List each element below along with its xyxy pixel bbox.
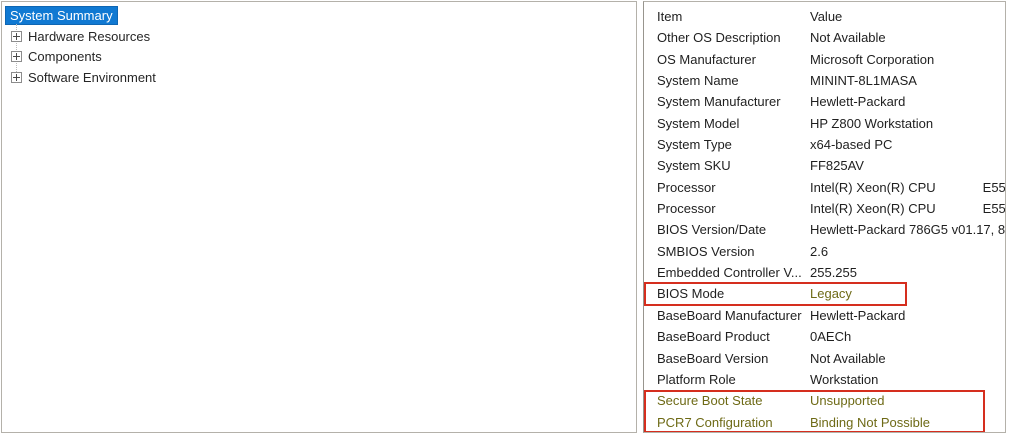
category-tree: System Summary Hardware Resources Compon…: [2, 2, 636, 88]
item-cell: System Manufacturer: [657, 94, 781, 110]
detail-row[interactable]: SMBIOS Version 2.6: [644, 241, 1005, 262]
item-cell: System Model: [657, 115, 740, 131]
value-cell: Intel(R) Xeon(R) CPU E5506: [810, 201, 1005, 217]
item-cell: Other OS Description: [657, 30, 781, 46]
detail-row[interactable]: BaseBoard Product 0AECh: [644, 326, 1005, 347]
item-cell: BaseBoard Manufacturer: [657, 307, 802, 323]
item-cell: Platform Role: [657, 371, 736, 387]
value-cell: Hewlett-Packard: [810, 94, 906, 110]
item-cell: BaseBoard Version: [657, 350, 769, 366]
tree-item-software-environment[interactable]: Software Environment: [2, 67, 636, 88]
item-cell: Processor: [657, 179, 716, 195]
value-cell: FF825AV: [810, 158, 864, 174]
value-cell: HP Z800 Workstation: [810, 115, 934, 131]
detail-row[interactable]: BaseBoard Version Not Available: [644, 348, 1005, 369]
pane-splitter[interactable]: [637, 1, 643, 431]
value-cell: Binding Not Possible: [810, 414, 930, 430]
value-cell: Legacy: [810, 286, 852, 302]
item-cell: System Type: [657, 137, 732, 153]
detail-row[interactable]: System Manufacturer Hewlett-Packard: [644, 91, 1005, 112]
value-cell: Hewlett-Packard 786G5 v01.17, 8/: [810, 222, 1005, 238]
category-tree-pane: System Summary Hardware Resources Compon…: [1, 1, 637, 433]
value-cell: Intel(R) Xeon(R) CPU E5506: [810, 179, 1005, 195]
expand-plus-icon[interactable]: [11, 51, 22, 63]
expand-plus-icon[interactable]: [11, 30, 22, 42]
value-cell: Microsoft Corporation: [810, 51, 935, 67]
detail-row[interactable]: OS Manufacturer Microsoft Corporation: [644, 49, 1005, 70]
value-column-header: Value: [810, 9, 843, 24]
tree-connector-line: [16, 24, 17, 78]
selected-tree-item-label[interactable]: System Summary: [5, 6, 118, 25]
detail-row[interactable]: System Model HP Z800 Workstation: [644, 113, 1005, 134]
detail-row-pcr7-configuration[interactable]: PCR7 Configuration Binding Not Possible: [644, 412, 1005, 432]
item-cell: Embedded Controller V...: [657, 265, 802, 281]
tree-item-system-summary[interactable]: System Summary: [2, 5, 636, 26]
detail-row[interactable]: Other OS Description Not Available: [644, 27, 1005, 48]
column-header-row: Item Value: [644, 6, 1005, 27]
tree-item-label: Hardware Resources: [28, 28, 151, 44]
tree-item-label: Components: [28, 49, 102, 65]
value-cell: Not Available: [810, 30, 886, 46]
item-cell: SMBIOS Version: [657, 243, 755, 259]
tree-item-hardware-resources[interactable]: Hardware Resources: [2, 26, 636, 47]
detail-row[interactable]: BIOS Version/Date Hewlett-Packard 786G5 …: [644, 219, 1005, 240]
item-cell: BIOS Mode: [657, 286, 725, 302]
detail-row[interactable]: BaseBoard Manufacturer Hewlett-Packard: [644, 305, 1005, 326]
detail-row[interactable]: Embedded Controller V... 255.255: [644, 262, 1005, 283]
value-cell: Hewlett-Packard: [810, 307, 906, 323]
item-cell: PCR7 Configuration: [657, 414, 773, 430]
detail-row[interactable]: Processor Intel(R) Xeon(R) CPU E5506: [644, 198, 1005, 219]
value-cell: Unsupported: [810, 393, 885, 409]
item-cell: OS Manufacturer: [657, 51, 756, 67]
detail-row-bios-mode[interactable]: BIOS Mode Legacy: [644, 283, 1005, 304]
detail-row[interactable]: Processor Intel(R) Xeon(R) CPU E5506: [644, 177, 1005, 198]
item-cell: System Name: [657, 73, 739, 89]
value-cell: 2.6: [810, 243, 829, 259]
item-column-header: Item: [657, 9, 683, 24]
detail-row[interactable]: System Type x64-based PC: [644, 134, 1005, 155]
item-cell: BIOS Version/Date: [657, 222, 767, 238]
value-cell: x64-based PC: [810, 137, 893, 153]
item-cell: System SKU: [657, 158, 731, 174]
detail-row[interactable]: Platform Role Workstation: [644, 369, 1005, 390]
value-cell: 0AECh: [810, 329, 852, 345]
tree-item-label: Software Environment: [28, 69, 156, 85]
expand-plus-icon[interactable]: [11, 71, 22, 83]
item-cell: BaseBoard Product: [657, 329, 770, 345]
item-cell: Processor: [657, 201, 716, 217]
value-cell: Workstation: [810, 371, 879, 387]
value-cell: Not Available: [810, 350, 886, 366]
item-cell: Secure Boot State: [657, 393, 763, 409]
tree-item-components[interactable]: Components: [2, 47, 636, 68]
detail-row[interactable]: System Name MININT-8L1MASA: [644, 70, 1005, 91]
details-pane: Item Value Other OS Description Not Avai…: [643, 1, 1006, 433]
detail-row-secure-boot-state[interactable]: Secure Boot State Unsupported: [644, 390, 1005, 411]
details-list: Item Value Other OS Description Not Avai…: [644, 2, 1005, 432]
value-cell: 255.255: [810, 265, 857, 281]
detail-row[interactable]: System SKU FF825AV: [644, 155, 1005, 176]
value-cell: MININT-8L1MASA: [810, 73, 917, 89]
